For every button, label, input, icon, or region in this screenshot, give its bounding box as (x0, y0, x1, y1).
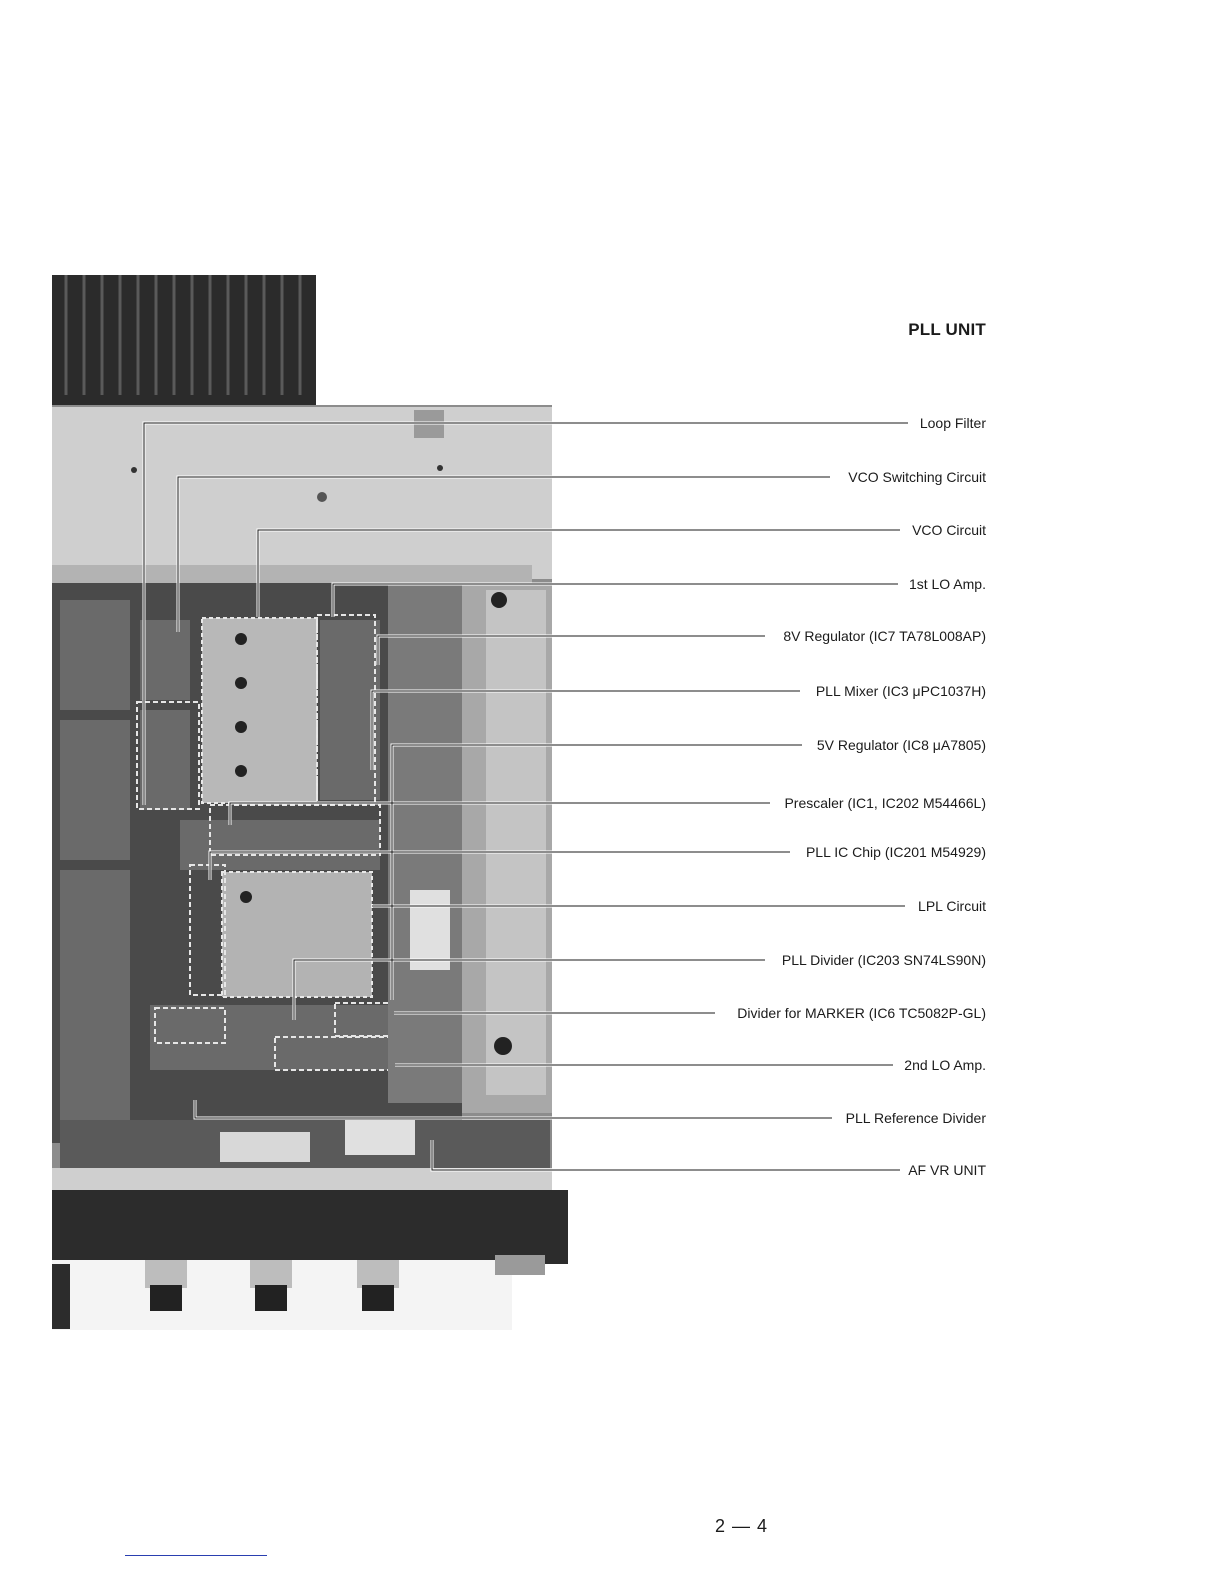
footer-rule (125, 1555, 267, 1556)
knobs (145, 1255, 545, 1311)
leader-lines-dark (143, 422, 908, 1171)
callout-prescaler: Prescaler (IC1, IC202 M54466L) (780, 794, 986, 812)
callout-pll-divider: PLL Divider (IC203 SN74LS90N) (777, 951, 986, 969)
callout-1st-lo-amp: 1st LO Amp. (904, 575, 986, 593)
callout-lpl-circuit: LPL Circuit (914, 897, 986, 915)
callout-pll-mixer: PLL Mixer (IC3 μPC1037H) (811, 682, 986, 700)
callout-8v-regulator: 8V Regulator (IC7 TA78L008AP) (779, 627, 986, 645)
front-lip (52, 1168, 552, 1193)
section-title: PLL UNIT (908, 320, 986, 339)
lpl-shield-can (221, 871, 373, 998)
callout-pll-ic-chip: PLL IC Chip (IC201 M54929) (801, 843, 986, 861)
callout-vco-switching-circuit: VCO Switching Circuit (844, 468, 986, 486)
callout-divider-for-marker: Divider for MARKER (IC6 TC5082P-GL) (733, 1004, 986, 1022)
callout-pll-reference-divider: PLL Reference Divider (841, 1109, 986, 1127)
front-panel (52, 1190, 568, 1264)
top-shield (52, 407, 552, 579)
page-number: 2 — 4 (715, 1516, 769, 1536)
callout-vco-circuit: VCO Circuit (908, 521, 986, 539)
heatsink (52, 275, 316, 410)
callout-2nd-lo-amp: 2nd LO Amp. (900, 1056, 986, 1074)
callout-loop-filter: Loop Filter (915, 414, 986, 432)
vco-shield-can (201, 617, 318, 804)
callout-af-vr-unit: AF VR UNIT (904, 1161, 986, 1179)
callout-5v-regulator: 5V Regulator (IC8 μA7805) (812, 736, 986, 754)
